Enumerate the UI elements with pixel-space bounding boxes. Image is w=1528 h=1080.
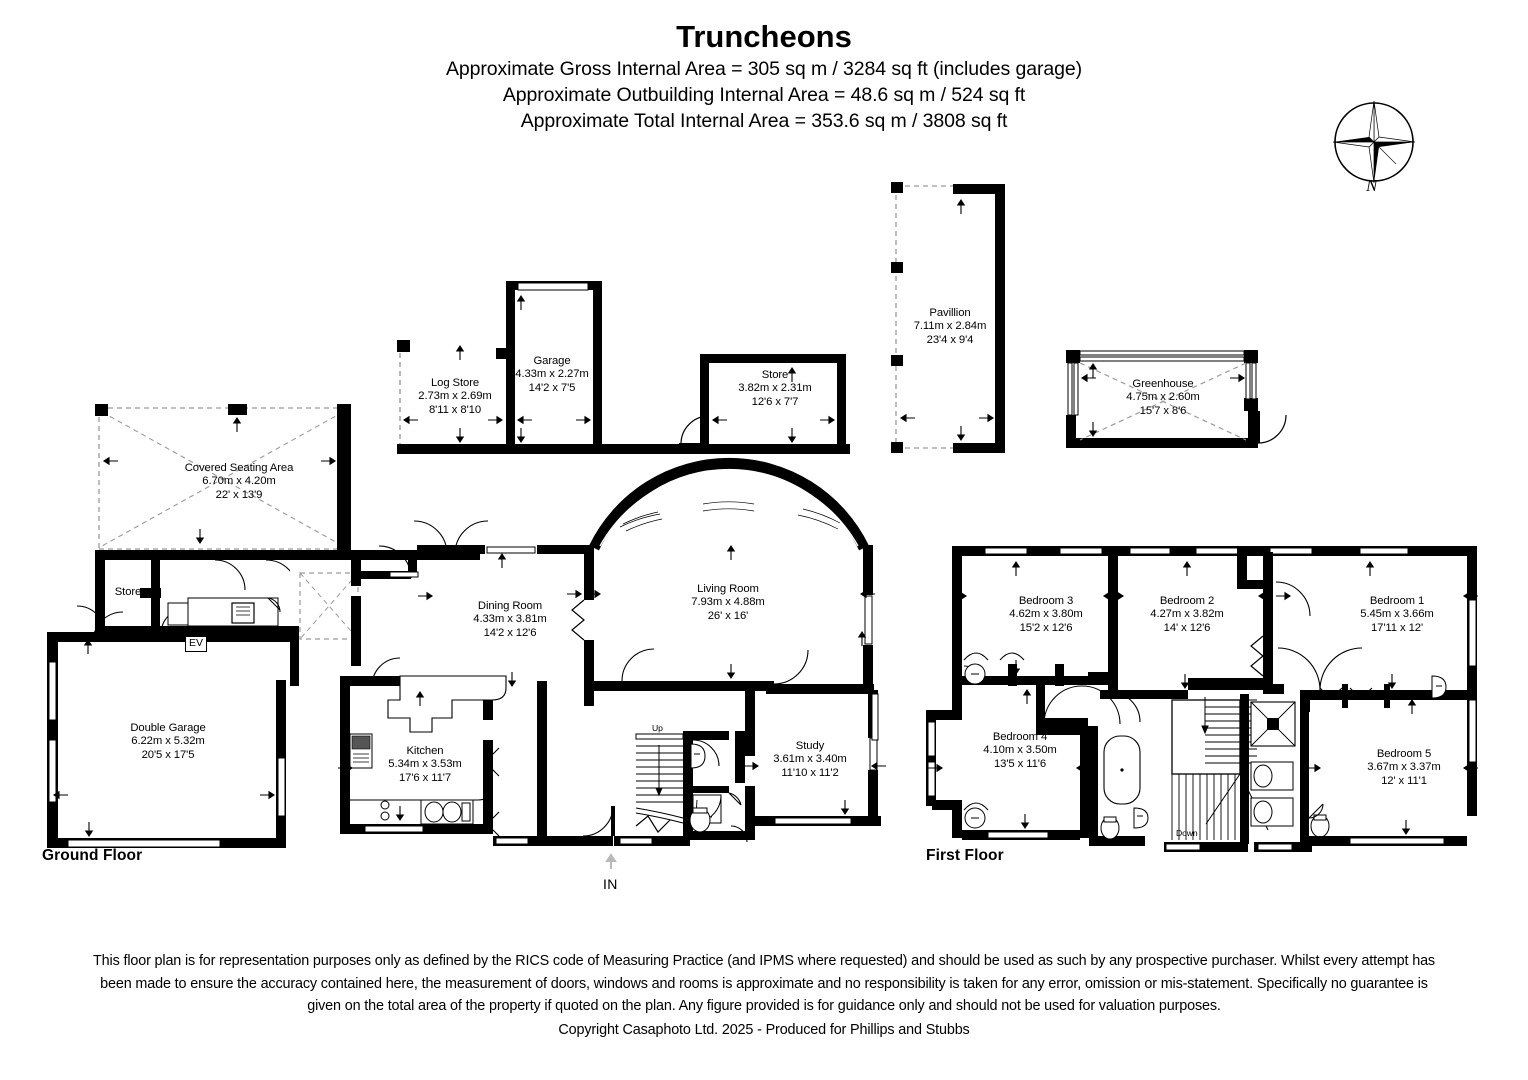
room-label-bedroom-1: Bedroom 1 5.45m x 3.66m 17'11 x 12' xyxy=(1360,595,1434,634)
ground-covered-seating xyxy=(95,404,351,550)
disclaimer-text: This floor plan is for representation pu… xyxy=(93,953,1435,1014)
ground-floor-main-rooms xyxy=(340,457,881,846)
room-label-store-ground: Store xyxy=(114,586,142,598)
stairs-up-label: Up xyxy=(652,723,663,733)
footer: This floor plan is for representation pu… xyxy=(84,950,1444,1041)
room-label-kitchen: Kitchen 5.34m x 3.53m 17'6 x 11'7 xyxy=(388,745,462,784)
ground-floor-label: Ground Floor xyxy=(42,847,143,864)
copyright-text: Copyright Casaphoto Ltd. 2025 - Produced… xyxy=(558,1021,970,1038)
first-floor-label: First Floor xyxy=(926,847,1004,864)
plan-header: Truncheons Approximate Gross Internal Ar… xyxy=(0,18,1528,134)
room-label-bedroom-4: Bedroom 4 4.10m x 3.50m 13'5 x 11'6 xyxy=(983,731,1057,770)
total-area-text: Approximate Total Internal Area = 353.6 … xyxy=(520,110,1008,132)
ev-charger-label: EV xyxy=(185,636,208,652)
outbuilding-greenhouse xyxy=(1066,350,1287,448)
room-label-bedroom-3: Bedroom 3 4.62m x 3.80m 15'2 x 12'6 xyxy=(1009,595,1083,634)
outbuilding-pavillion xyxy=(891,182,1005,453)
room-label-double-garage: Double Garage 6.22m x 5.32m 20'5 x 17'5 xyxy=(130,722,206,761)
room-label-log-store: Log Store 2.73m x 2.69m 8'11 x 8'10 xyxy=(418,377,492,416)
gross-internal-area-text: Approximate Gross Internal Area = 305 sq… xyxy=(445,58,1082,80)
page-title: Truncheons xyxy=(676,19,852,54)
compass-rose-icon xyxy=(1332,100,1416,184)
ground-floor-shell xyxy=(47,550,480,848)
entrance-in-label: IN xyxy=(603,876,618,892)
room-label-store-outbuilding: Store 3.82m x 2.31m 12'6 x 7'7 xyxy=(738,369,812,408)
room-label-garage-outbuilding: Garage 4.33m x 2.27m 14'2 x 7'5 xyxy=(515,355,589,394)
outbuilding-block-west xyxy=(397,281,850,454)
room-label-pavillion: Pavillion 7.11m x 2.84m 23'4 x 9'4 xyxy=(913,307,987,346)
room-label-bedroom-2: Bedroom 2 4.27m x 3.82m 14' x 12'6 xyxy=(1150,595,1224,634)
stairs-down-label: Down xyxy=(1176,828,1198,838)
room-label-dining-room: Dining Room 4.33m x 3.81m 14'2 x 12'6 xyxy=(473,600,547,639)
room-label-study: Study 3.61m x 3.40m 11'10 x 11'2 xyxy=(773,740,847,779)
first-floor-shell xyxy=(926,546,1477,852)
outbuilding-area-text: Approximate Outbuilding Internal Area = … xyxy=(502,84,1026,106)
room-label-greenhouse: Greenhouse 4.75m x 2.60m 15'7 x 8'6 xyxy=(1126,378,1200,417)
room-label-covered-seating-area: Covered Seating Area 6.70m x 4.20m 22' x… xyxy=(184,462,294,501)
room-label-living-room: Living Room 7.93m x 4.88m 26' x 16' xyxy=(691,583,765,622)
room-label-bedroom-5: Bedroom 5 3.67m x 3.37m 12' x 11'1 xyxy=(1367,748,1441,787)
compass-north-label: N xyxy=(1366,176,1378,195)
